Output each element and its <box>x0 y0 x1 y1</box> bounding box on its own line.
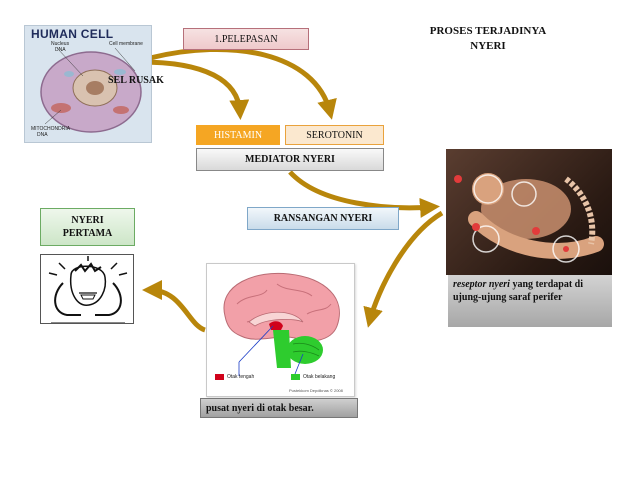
pain-receptor-caption: reseptor nyeri yang terdapat di ujung-uj… <box>448 275 612 327</box>
pain-mediator-box: MEDIATOR NYERI <box>196 148 384 171</box>
damaged-cell-label: SEL RUSAK <box>108 75 164 86</box>
pain-body-image <box>446 149 612 275</box>
cell-label-mito-dna: DNA <box>37 132 48 138</box>
headache-illustration <box>48 256 128 323</box>
legend-hindbrain: Otak belakang <box>303 374 336 380</box>
receptor-description: yang terdapat di ujung-ujung saraf perif… <box>453 279 584 303</box>
arrow-receptor-to-brain <box>363 210 444 328</box>
cell-label-nucleus: Nucleus <box>51 41 70 47</box>
headache-image <box>40 254 134 324</box>
first-pain-line-2: PERTAMA <box>62 228 113 239</box>
arrow-brain-to-headache <box>142 280 207 333</box>
title-line-2: NYERI <box>470 40 506 52</box>
first-pain-box: NYERI PERTAMA <box>40 208 135 246</box>
serotonin-box: SEROTONIN <box>285 125 384 145</box>
cell-label-membrane: Cell membrane <box>109 41 143 47</box>
arrow-cell-to-histamin <box>139 59 250 120</box>
brain-illustration <box>215 272 340 380</box>
arrow-mediator-to-receptor <box>288 170 440 218</box>
cell-image-heading: HUMAN CELL <box>31 27 114 41</box>
cell-illustration <box>40 47 142 133</box>
arrow-cell-to-serotonin <box>149 47 337 120</box>
cell-label-mitochondria: MITOCHONDRIA <box>31 126 71 132</box>
receptor-term: reseptor nyeri <box>453 279 510 290</box>
body-pain-illustration <box>454 173 604 263</box>
brain-image: Otak tengah Otak belakang Pustekkom Depd… <box>206 263 355 397</box>
human-cell-image: HUMAN CELL Nucleus DNA Cell membrane MIT… <box>24 25 152 143</box>
legend-midbrain: Otak tengah <box>227 374 255 380</box>
cell-label-dna: DNA <box>55 47 66 53</box>
release-step-box: 1.PELEPASAN <box>183 28 309 50</box>
brain-image-credit: Pustekkom Depdiknas © 2008 <box>289 388 343 393</box>
title-line-1: PROSES TERJADINYA <box>429 25 547 37</box>
histamine-box: HISTAMIN <box>196 125 280 145</box>
pain-center-caption: pusat nyeri di otak besar. <box>200 398 358 418</box>
pain-stimulus-box: RANSANGAN NYERI <box>247 207 399 230</box>
page-title: PROSES TERJADINYA NYERI <box>404 24 572 54</box>
first-pain-line-1: NYERI <box>71 215 104 226</box>
